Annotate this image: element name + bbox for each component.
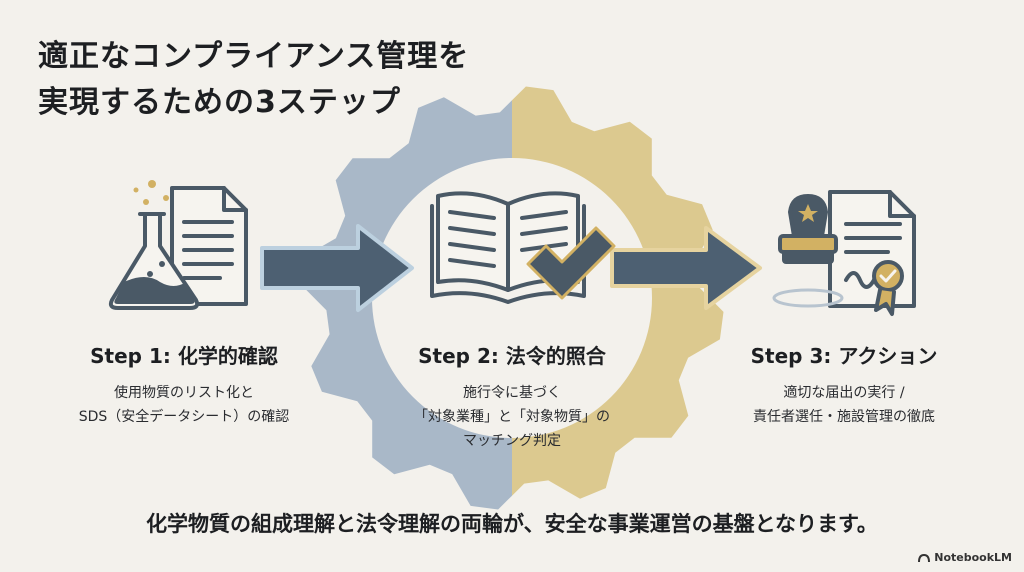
step-3-description: 適切な届出の実行 / 責任者選任・施設管理の徹底	[694, 381, 994, 429]
arrow-step2-to-step3	[610, 226, 762, 310]
brand-logo: NotebookLM	[918, 551, 1012, 564]
step-3: Step 3: アクション 適切な届出の実行 / 責任者選任・施設管理の徹底	[694, 340, 994, 429]
step-2-description: 施行令に基づく 「対象業種」と「対象物質」の マッチング判定	[362, 381, 662, 453]
notebooklm-logo-icon	[918, 553, 931, 562]
title-line-1: 適正なコンプライアンス管理を	[38, 39, 470, 74]
step-3-desc-line-2: 責任者選任・施設管理の徹底	[753, 409, 935, 425]
step-1-title: Step 1: 化学的確認	[90, 344, 278, 368]
step-1-description: 使用物質のリスト化と SDS（安全データシート）の確認	[34, 381, 334, 429]
tagline: 化学物質の組成理解と法令理解の両輪が、安全な事業運営の基盤となります。	[146, 512, 878, 536]
step-2-title: Step 2: 法令的照合	[418, 344, 606, 368]
gear-left-half	[300, 97, 512, 510]
step-2-desc-line-2: 「対象業種」と「対象物質」の	[414, 409, 610, 425]
step-2-desc-line-1: 施行令に基づく	[463, 385, 561, 401]
step-1-desc-line-1: 使用物質のリスト化と	[114, 385, 254, 401]
step-1: Step 1: 化学的確認 使用物質のリスト化と SDS（安全データシート）の確…	[34, 340, 334, 429]
flask-document-icon	[108, 186, 248, 310]
step-2-desc-line-3: マッチング判定	[463, 433, 561, 449]
stamp-certificate-icon	[772, 190, 916, 316]
gear-right-half	[512, 86, 724, 499]
title-line-2: 実現するための3ステップ	[38, 85, 401, 120]
page-title: 適正なコンプライアンス管理を 実現するための3ステップ	[38, 34, 469, 126]
brand-name: NotebookLM	[934, 551, 1012, 564]
step-3-title: Step 3: アクション	[750, 344, 938, 368]
bubble-dots	[133, 180, 169, 205]
gear-icon	[300, 86, 724, 510]
step-1-desc-line-2: SDS（安全データシート）の確認	[78, 409, 290, 425]
book-check-icon	[430, 191, 616, 304]
step-2: Step 2: 法令的照合 施行令に基づく 「対象業種」と「対象物質」の マッチ…	[362, 340, 662, 453]
step-3-desc-line-1: 適切な届出の実行 /	[783, 385, 905, 401]
arrow-step1-to-step2	[260, 224, 414, 312]
